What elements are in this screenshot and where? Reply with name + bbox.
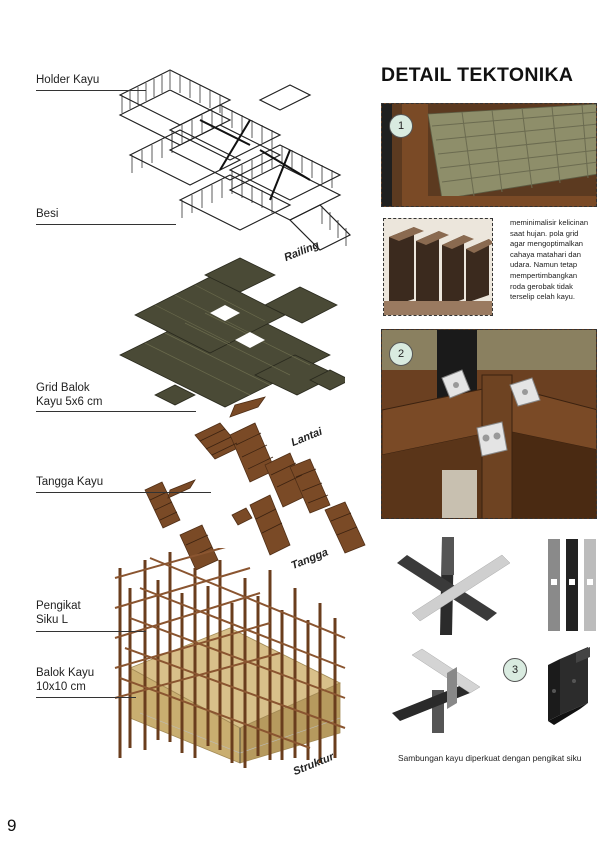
steel-angle-bracket-icon xyxy=(548,647,590,725)
railing-layer-drawing xyxy=(118,69,352,251)
leader-line xyxy=(36,90,146,91)
leader-line xyxy=(36,224,176,225)
label-pengikat-siku: Pengikat Siku L xyxy=(36,600,81,626)
detail-badge-1: 1 xyxy=(389,114,413,138)
label-balok-kayu: Balok Kayu 10x10 cm xyxy=(36,667,95,693)
detail-description: meminimalisir kelicinan saat hujan. pola… xyxy=(510,218,589,302)
stairs-layer-drawing xyxy=(144,396,366,571)
slotted-members-diagram xyxy=(548,539,596,631)
joint-caption: Sambungan kayu diperkuat dengan pengikat… xyxy=(398,753,582,763)
leader-line xyxy=(36,411,196,412)
cross-joint-diagram-2 xyxy=(392,648,481,733)
detail-badge-2: 2 xyxy=(389,342,413,366)
deck-floor-drawing xyxy=(119,257,345,408)
deck-closeup-illustration xyxy=(382,104,596,206)
section-heading: DETAIL TEKTONIKA xyxy=(381,64,574,86)
detail-1-image: 1 xyxy=(381,103,597,207)
label-tangga-kayu: Tangga Kayu xyxy=(36,476,104,488)
detail-2-image: 2 xyxy=(381,329,597,519)
slat-profile-illustration xyxy=(384,219,492,315)
detail-badge-3: 3 xyxy=(503,658,527,682)
page-number: 9 xyxy=(7,816,17,835)
slat-profile-image xyxy=(383,218,493,316)
structure-layer-drawing xyxy=(114,548,346,768)
cross-joint-diagram-1 xyxy=(397,537,511,635)
label-besi: Besi xyxy=(36,208,59,220)
angle-bracket-closeup-illustration xyxy=(382,330,596,518)
leader-line xyxy=(36,492,211,493)
leader-line xyxy=(36,631,146,632)
label-grid-balok: Grid Balok Kayu 5x6 cm xyxy=(36,382,103,408)
leader-line xyxy=(36,697,136,698)
label-holder-kayu: Holder Kayu xyxy=(36,74,100,86)
